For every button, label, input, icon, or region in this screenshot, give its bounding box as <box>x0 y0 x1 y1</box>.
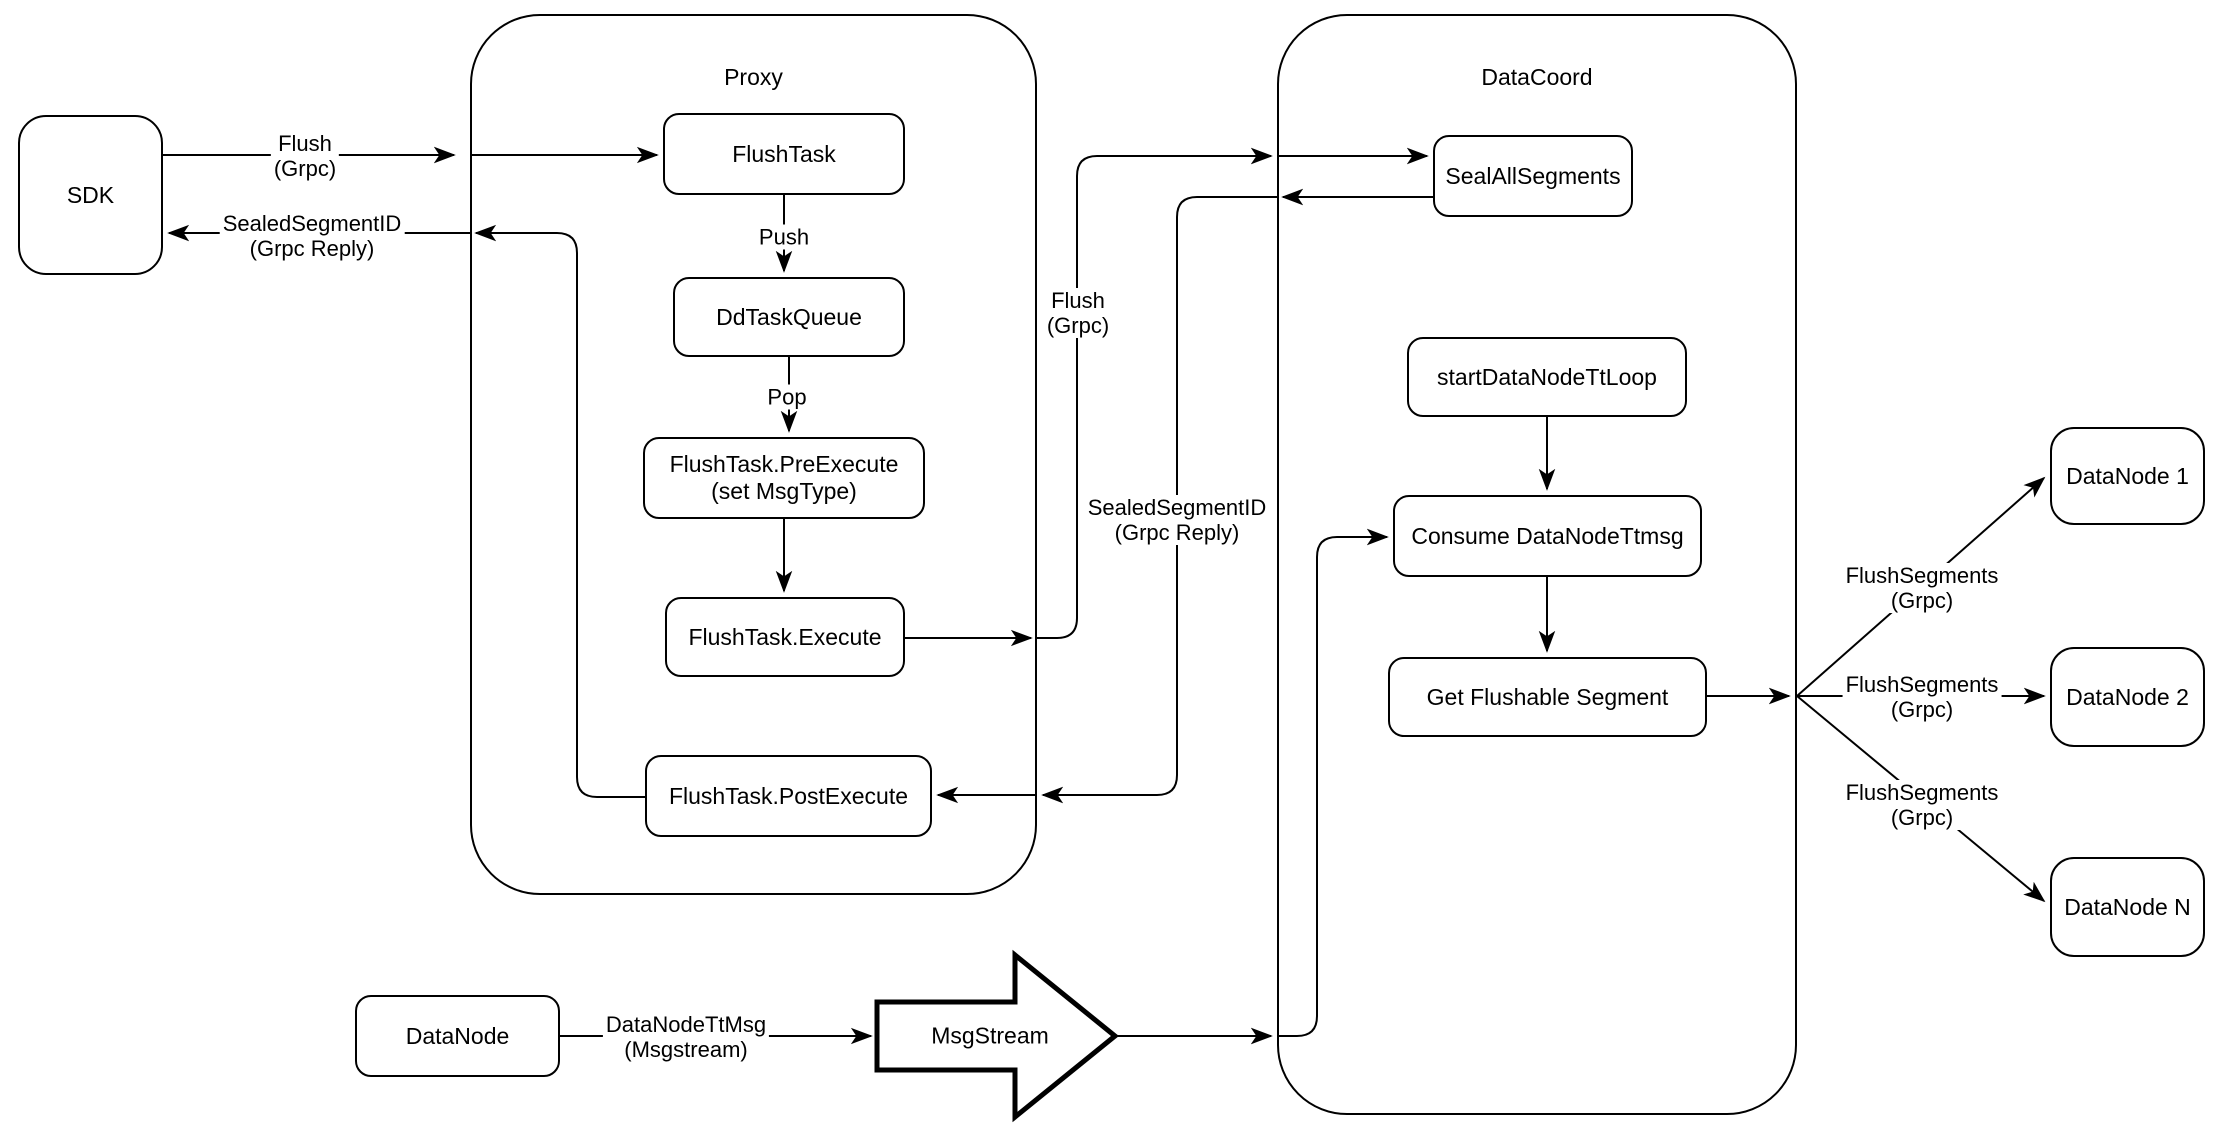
edge-label-sealedsegmentid-sdk: SealedSegmentID (Grpc Reply) <box>219 211 405 261</box>
edge-label-pop: Pop <box>764 384 810 410</box>
edge-label-flushsegments-2: FlushSegments (Grpc) <box>1842 672 2002 722</box>
edge-label-flush-grpc-mid: Flush (Grpc) <box>1043 288 1113 338</box>
datacoord-container-title: DataCoord <box>1481 64 1593 90</box>
node-get-flushable-segment: Get Flushable Segment <box>1388 657 1707 737</box>
node-ddtaskqueue: DdTaskQueue <box>673 277 905 357</box>
node-startdatanodettloop: startDataNodeTtLoop <box>1407 337 1687 417</box>
node-datanode: DataNode <box>355 995 560 1077</box>
node-sealallsegments: SealAllSegments <box>1433 135 1633 217</box>
node-consume-datanodettmsg: Consume DataNodeTtmsg <box>1393 495 1702 577</box>
node-datanode-1: DataNode 1 <box>2050 427 2205 525</box>
edge-label-datanodettmsg: DataNodeTtMsg (Msgstream) <box>602 1012 770 1062</box>
edge-label-sealedsegmentid-mid: SealedSegmentID (Grpc Reply) <box>1084 495 1270 545</box>
node-flushtask-execute: FlushTask.Execute <box>665 597 905 677</box>
node-datanode-2: DataNode 2 <box>2050 647 2205 747</box>
proxy-container-title: Proxy <box>724 64 783 90</box>
node-flushtask-postexecute: FlushTask.PostExecute <box>645 755 932 837</box>
edge-label-flushsegments-3: FlushSegments (Grpc) <box>1842 780 2002 830</box>
edge-label-flushsegments-1: FlushSegments (Grpc) <box>1842 563 2002 613</box>
node-sdk: SDK <box>18 115 163 275</box>
node-flushtask: FlushTask <box>663 113 905 195</box>
edge-label-flush-grpc-sdk: Flush (Grpc) <box>270 131 340 181</box>
node-flushtask-preexecute: FlushTask.PreExecute (set MsgType) <box>643 437 925 519</box>
node-datanode-n: DataNode N <box>2050 857 2205 957</box>
proxy-container <box>470 14 1037 895</box>
edge-label-push: Push <box>755 224 813 250</box>
edge-flush-to-datacoord-edge <box>1037 147 1273 639</box>
msgstream-label: MsgStream <box>931 1022 1049 1049</box>
